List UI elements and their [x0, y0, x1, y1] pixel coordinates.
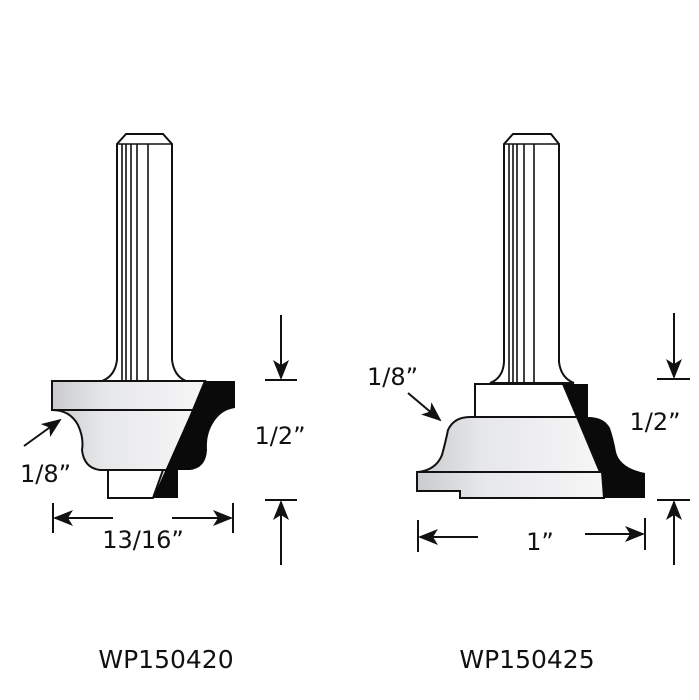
radius-label: 1/8”	[20, 460, 71, 488]
cutting-height-label: 1/2”	[254, 422, 305, 450]
bit-wp150420: 1/8” 13/16” 1/2” WP150420	[20, 133, 306, 674]
radius-arrow	[407, 392, 442, 422]
cutting-height-label: 1/2”	[629, 408, 680, 436]
shank	[101, 133, 187, 382]
radius-arrow	[23, 418, 62, 447]
cutting-diameter-dimension: 1”	[417, 518, 646, 556]
radius-label: 1/8”	[367, 363, 418, 391]
cutter-body	[416, 383, 645, 499]
carbide-blade	[153, 381, 235, 498]
part-number: WP150425	[459, 645, 594, 674]
carbide-blade	[563, 384, 645, 498]
cutting-height-dimension: 1/2”	[629, 313, 690, 565]
part-number: WP150420	[98, 645, 233, 674]
cutting-diameter-label: 1”	[526, 528, 554, 556]
shank	[489, 133, 575, 384]
cutting-diameter-dimension: 13/16”	[52, 503, 234, 554]
cutter-body	[51, 380, 235, 499]
cutting-diameter-label: 13/16”	[102, 526, 184, 554]
cutting-height-dimension: 1/2”	[254, 315, 306, 565]
bit-wp150425: 1/8” 1” 1/2” WP150425	[367, 133, 690, 674]
